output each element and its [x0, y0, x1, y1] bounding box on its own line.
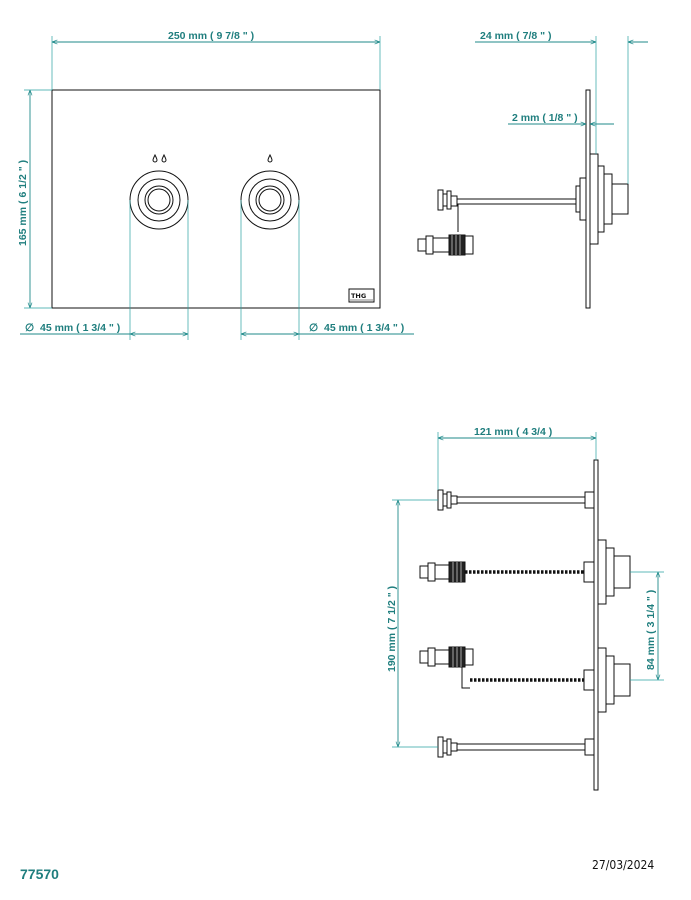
lower-cable	[419, 646, 595, 691]
dual-flush-button	[129, 170, 189, 230]
rod-length-label: 121 mm ( 4 3/4 )	[474, 426, 552, 438]
single-flush-button	[240, 170, 300, 230]
thg-logo-text: THG	[351, 292, 366, 300]
diameter-symbol-left: ∅	[25, 322, 34, 334]
button-diameter-left-label: 45 mm ( 1 3/4 " )	[40, 322, 120, 334]
lower-rod	[437, 736, 595, 758]
double-drop-icon	[152, 153, 167, 163]
button-diameter-right-label: 45 mm ( 1 3/4 " )	[324, 322, 404, 334]
side-view: 24 mm ( 7/8 " ) 2 mm ( 1/8 " )	[417, 30, 648, 309]
plate-width-label: 250 mm ( 9 7/8 " )	[168, 30, 254, 42]
flush-plate-front	[51, 89, 381, 309]
drawing-date: 27/03/2024	[592, 858, 655, 872]
thg-logo: THG	[348, 288, 375, 303]
top-view: 121 mm ( 4 3/4 ) 190 mm ( 7 1/2 " ) 84 m…	[386, 426, 664, 791]
upper-cable	[419, 561, 595, 583]
plate-thickness-label: 2 mm ( 1/8 " )	[512, 112, 578, 124]
single-drop-icon	[267, 153, 273, 163]
plate-side	[585, 89, 591, 309]
total-depth-label: 24 mm ( 7/8 " )	[480, 30, 552, 42]
button-spacing-label: 84 mm ( 3 1/4 " )	[645, 590, 657, 670]
plate-height-label: 165 mm ( 6 1/2 " )	[17, 160, 29, 246]
rod-spacing-label: 190 mm ( 7 1/2 " )	[386, 586, 398, 672]
lower-button-body	[597, 647, 631, 713]
upper-button-body	[597, 539, 631, 605]
plate-top	[593, 459, 599, 791]
upper-rod	[437, 489, 595, 511]
front-view: THG 250 mm ( 9 7/8 " ) 165 mm ( 6 1/2 " …	[17, 30, 414, 340]
diameter-symbol-right: ∅	[309, 322, 318, 334]
product-code: 77570	[20, 866, 59, 882]
